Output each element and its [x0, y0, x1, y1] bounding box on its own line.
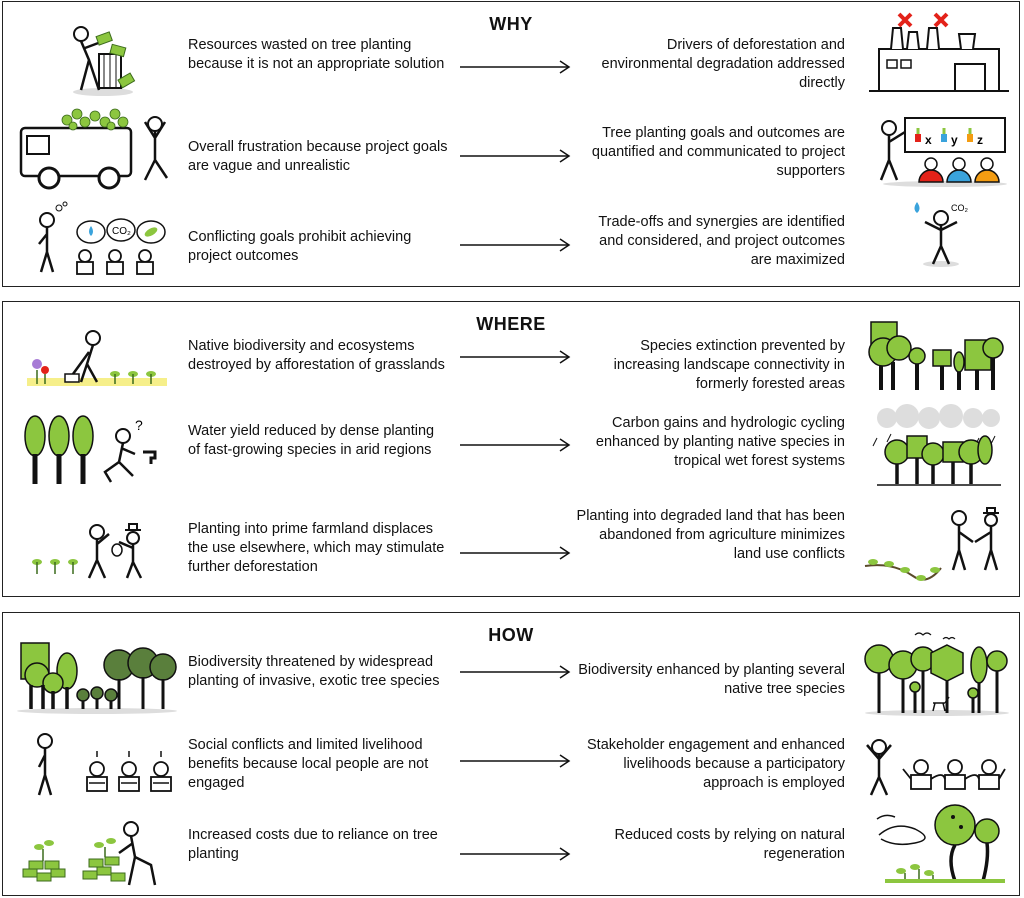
engaged-community-icon: [866, 739, 1006, 796]
panel-title-how: HOW: [488, 625, 534, 645]
arrow-icon: [460, 665, 571, 679]
problem-text: Conflicting goals prohibit achieving pro…: [188, 229, 412, 264]
co2-label: CO₂: [112, 226, 131, 237]
natural-regeneration-icon: [876, 804, 1005, 883]
degraded-land-handshake-icon: [864, 507, 999, 581]
svg-text:?: ?: [135, 417, 143, 433]
people-with-conflicting-goals-icon: CO₂: [38, 201, 166, 275]
invasive-exotic-trees-icon: [17, 642, 177, 714]
problem-text: Biodiversity threatened by widespread pl…: [188, 654, 440, 689]
solution-text: Species extinction prevented by increasi…: [613, 338, 845, 392]
solution-text: Trade-offs and synergies are identified …: [598, 214, 845, 268]
board-letter-y: y: [951, 133, 958, 147]
problem-text: Resources wasted on tree planting becaus…: [188, 37, 445, 72]
panel-title-where: WHERE: [476, 314, 546, 334]
mowing-grassland-for-afforestation-icon: [27, 330, 167, 386]
solution-text: Planting into degraded land that has bee…: [576, 508, 845, 562]
diverse-native-forest-with-animal-icon: [864, 632, 1009, 716]
factory-with-crosses-icon: [869, 12, 1009, 92]
problem-text: Native biodiversity and ecosystems destr…: [188, 338, 445, 373]
problem-text: Water yield reduced by dense planting of…: [188, 423, 435, 458]
board-letter-z: z: [977, 133, 983, 147]
arrow-icon: [460, 847, 571, 861]
how-panel: HOW Biodiversity threatened by widesprea…: [2, 612, 1020, 896]
person-throwing-money-in-trash-icon: [73, 26, 136, 96]
problem-text: Planting into prime farmland displaces t…: [188, 521, 445, 575]
solution-text: Carbon gains and hydrologic cycling enha…: [595, 415, 845, 469]
arrow-icon: [460, 754, 571, 768]
panel-title-why: WHY: [489, 14, 533, 34]
truck-with-seedlings-and-frustrated-person-icon: [19, 108, 169, 190]
solution-text: Tree planting goals and outcomes are qua…: [591, 125, 845, 179]
problem-text: Increased costs due to reliance on tree …: [188, 827, 438, 862]
arrow-icon: [460, 60, 571, 74]
solution-text: Drivers of deforestation and environment…: [601, 37, 845, 91]
solution-text: Reduced costs by relying on natural rege…: [614, 827, 845, 862]
board-letter-x: x: [925, 133, 932, 147]
farmland-displacement-icon: [32, 523, 143, 579]
arrow-icon: [460, 350, 571, 364]
problem-text: Social conflicts and limited livelihood …: [188, 737, 429, 791]
arrow-icon: [460, 546, 571, 560]
arrow-icon: [460, 438, 571, 452]
arrow-icon: [460, 149, 571, 163]
where-panel: WHERE Native biodiversity and ecosystems…: [2, 301, 1020, 597]
balanced-person-juggling-goals-icon: CO₂: [914, 202, 969, 267]
co2-label: CO₂: [951, 203, 969, 213]
presenter-with-board-and-audience-icon: x y z: [879, 117, 1007, 187]
solution-text: Biodiversity enhanced by planting severa…: [578, 662, 845, 697]
arrow-icon: [460, 238, 571, 252]
problem-text: Overall frustration because project goal…: [188, 139, 448, 174]
solution-text: Stakeholder engagement and enhanced live…: [587, 737, 845, 791]
connected-native-forest-icon: [868, 321, 1004, 390]
money-piles-for-planting-icon: [22, 821, 157, 886]
rainforest-with-rain-cloud-icon: [872, 404, 1001, 486]
disengaged-local-people-icon: [37, 733, 172, 796]
dense-plantation-and-dry-tap-icon: ?: [24, 415, 157, 484]
why-panel: WHY Resources wasted on tree planting be…: [2, 1, 1020, 287]
